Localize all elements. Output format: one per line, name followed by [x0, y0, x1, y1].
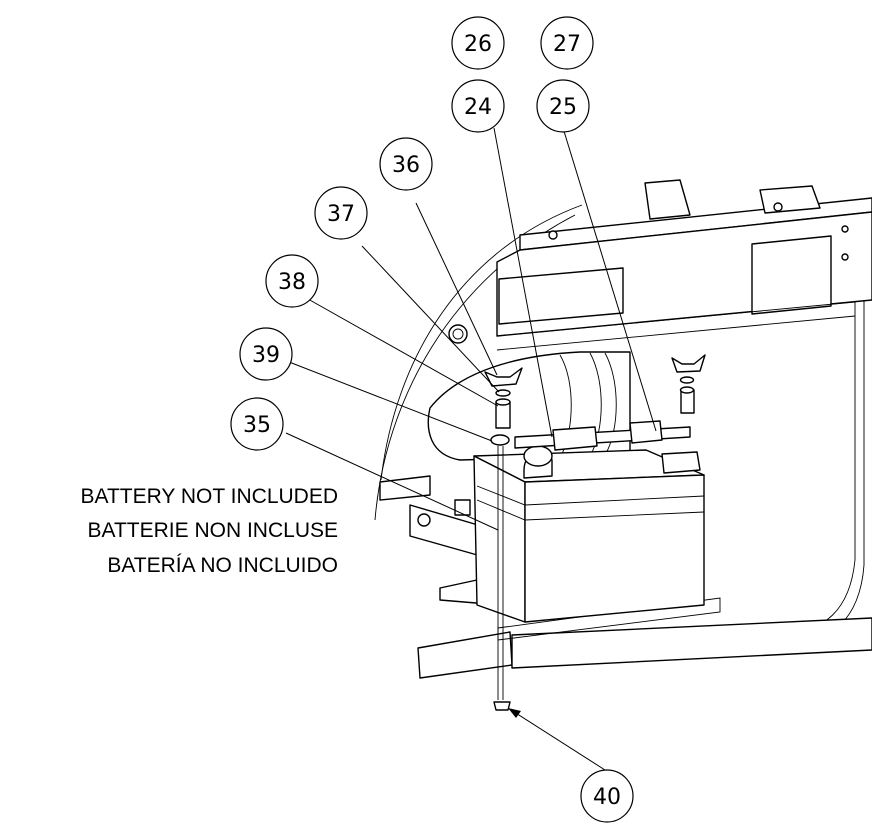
callout-39: 39: [239, 327, 293, 381]
callout-26: 26: [451, 16, 505, 70]
callout-number: 26: [464, 32, 492, 57]
callout-38: 38: [265, 254, 319, 308]
callout-number: 38: [278, 270, 306, 295]
callout-24: 24: [451, 79, 505, 133]
callout-40: 40: [580, 769, 634, 823]
callout-number: 35: [243, 413, 271, 438]
callout-number: 25: [549, 95, 577, 120]
callout-number: 39: [252, 343, 280, 368]
callout-27: 27: [540, 16, 594, 70]
leader-lines: [283, 127, 657, 771]
callout-number: 37: [327, 202, 355, 227]
callout-36: 36: [379, 137, 433, 191]
callout-number: 24: [464, 95, 492, 120]
callout-number: 36: [392, 153, 420, 178]
note-line-french: BATTERIE NON INCLUSE: [87, 519, 338, 542]
callout-25: 25: [536, 79, 590, 133]
callout-37: 37: [314, 186, 368, 240]
note-line-spanish: BATERÍA NO INCLUIDO: [107, 554, 338, 577]
battery: [473, 354, 706, 711]
callout-number: 40: [593, 785, 621, 810]
callout-35: 35: [230, 397, 284, 451]
note-line-english: BATTERY NOT INCLUDED: [80, 485, 339, 508]
callout-number: 27: [553, 32, 581, 57]
